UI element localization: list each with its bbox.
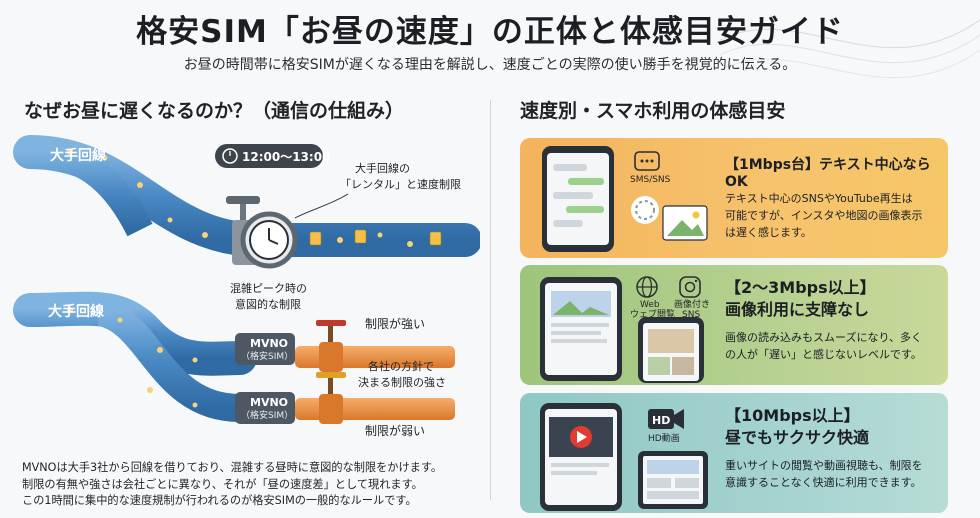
explanation-line-1: MVNOは大手3社から回線を借りており、混雑する昼時に意図的な制限をかけます。 <box>22 461 443 474</box>
explanation-line-2: 制限の有無や強さは会社ごとに異なり、それが「昼の速度差」として現れます。 <box>22 477 423 491</box>
loading-icon <box>631 196 659 224</box>
globe-icon <box>636 276 658 298</box>
svg-text:（格安SIM）: （格安SIM） <box>241 350 293 362</box>
card-1-body: テキスト中心のSNSやYouTube再生は 可能ですが、インスタや地図の画像表示… <box>725 190 940 241</box>
speed-card-1mbps: SMS/SNS 【1Mbps台】テキスト中心ならOK テキスト中心のSNSやYo… <box>520 138 948 258</box>
phone-web-mockup <box>540 277 622 381</box>
card-1-illustration: SMS/SNS <box>542 146 708 252</box>
card-2-illustration: Web ウェブ閲覧 画像付き SNS <box>540 276 710 383</box>
main-line-label-top: 大手回線 <box>50 147 106 164</box>
card-2-heading-line-2: 画像利用に支障なし <box>725 300 870 319</box>
svg-text:（格安SIM）: （格安SIM） <box>241 409 293 421</box>
hd-badge-text: HD <box>652 414 670 427</box>
card-2-web-caption-1: Web <box>640 300 660 310</box>
policy-note-line2: 決まる制限の強さ <box>358 376 446 389</box>
card-3-body: 重いサイトの閲覧や動画視聴も、制限を 意識することなく快適に利用できます。 <box>725 457 940 491</box>
clock-icon <box>249 220 289 260</box>
card-1-icon-caption: SMS/SNS <box>630 175 671 185</box>
tablet-mockup <box>638 451 708 509</box>
image-icon <box>662 205 708 241</box>
rental-note-line1: 大手回線の <box>355 161 410 175</box>
decorative-waves <box>720 19 980 79</box>
weak-limit-label: 制限が弱い <box>365 423 425 438</box>
svg-text:MVNO: MVNO <box>250 396 288 409</box>
rental-note-line2: 「レンタル」と速度制限 <box>340 177 461 191</box>
valve-weak-icon <box>316 372 346 424</box>
main-line-label-bottom: 大手回線 <box>48 303 104 320</box>
left-section-title: なぜお昼に遅くなるのか？（通信の仕組み） <box>24 100 405 122</box>
card-2-body-line-1: 画像の読み込みもスムーズになり、多く <box>725 331 923 344</box>
phone-video-mockup <box>540 403 622 511</box>
data-flow-dots <box>67 149 413 408</box>
speed-card-2-3mbps: Web ウェブ閲覧 画像付き SNS 【2～3Mbps以上】 画像利用に支障なし… <box>520 265 948 385</box>
hd-video-icon: HD <box>648 409 684 429</box>
card-1-body-line-1: テキスト中心のSNSやYouTube再生は <box>725 192 913 205</box>
play-icon <box>570 426 592 448</box>
chat-icon <box>634 151 660 171</box>
data-packets <box>309 229 442 246</box>
speed-card-10mbps: HD HD動画 【10Mbps以上】 昼でもサクサク快適 重いサイトの閲覧や動画… <box>520 393 948 513</box>
phone-chat-mockup <box>542 146 614 252</box>
card-3-body-line-2: 意識することなく快適に利用できます。 <box>725 476 922 489</box>
instagram-icon <box>679 276 701 298</box>
page-subtitle: お昼の時間帯に格安SIMが遅くなる理由を解説し、速度ごとの実際の使い勝手を視覚的… <box>183 57 797 73</box>
card-2-sns-caption-1: 画像付き <box>674 298 710 310</box>
peak-note-line2: 意図的な制限 <box>235 297 301 311</box>
card-2-body-line-2: の人が「遅い」と感じないレベルです。 <box>725 348 922 361</box>
card-2-heading: 【2～3Mbps以上】 画像利用に支障なし <box>725 277 940 321</box>
page-title: 格安SIM「お昼の速度」の正体と体感目安ガイド <box>136 14 844 50</box>
valve-strong-icon <box>316 320 346 372</box>
card-3-heading-line-2: 昼でもサクサク快適 <box>725 428 870 447</box>
card-2-sns-caption-2: SNS <box>682 310 700 320</box>
card-3-body-line-1: 重いサイトの閲覧や動画視聴も、制限を <box>725 459 923 472</box>
network-pipe-diagram: 大手回線 大手回線 12:00～13:00 大手回線の 「レンタル」と速度制限 … <box>13 135 480 438</box>
card-1-body-line-2: 可能ですが、インスタや地図の画像表示 <box>725 209 923 222</box>
card-3-heading: 【10Mbps以上】 昼でもサクサク快適 <box>725 405 940 449</box>
phone-sns-mockup <box>638 317 704 383</box>
card-1-heading: 【1Mbps台】テキスト中心ならOK <box>725 157 931 190</box>
card-3-icon-caption: HD動画 <box>648 433 680 444</box>
section-divider <box>490 100 491 500</box>
card-2-heading-line-1: 【2～3Mbps以上】 <box>725 278 876 297</box>
card-1-body-line-3: は遅く感じます。 <box>725 226 812 239</box>
explanation-text: MVNOは大手3社から回線を借りており、混雑する昼時に意図的な制限をかけます。 … <box>22 460 482 510</box>
time-badge: 12:00～13:00 <box>215 144 330 168</box>
strong-limit-label: 制限が強い <box>365 316 425 331</box>
mvno-badge-weak: MVNO （格安SIM） <box>235 392 295 424</box>
explanation-line-3: この1時間に集中的な速度規制が行われるのが格安SIMの一般的なルールです。 <box>22 494 417 507</box>
card-2-body: 画像の読み込みもスムーズになり、多く の人が「遅い」と感じないレベルです。 <box>725 329 940 363</box>
card-3-heading-line-1: 【10Mbps以上】 <box>725 406 860 425</box>
main-pipe-branch <box>29 138 153 237</box>
card-2-web-caption-2: ウェブ閲覧 <box>630 308 675 320</box>
svg-text:MVNO: MVNO <box>250 337 288 350</box>
right-section-title: 速度別・スマホ利用の体感目安 <box>520 100 786 122</box>
peak-note-line1: 混雑ピーク時の <box>230 281 307 295</box>
mvno-badge-strong: MVNO （格安SIM） <box>235 333 295 365</box>
policy-note-line1: 各社の方針で <box>368 359 434 373</box>
card-3-illustration: HD HD動画 <box>540 403 708 511</box>
mvno-pipe-lower-blue <box>96 298 241 422</box>
time-badge-text: 12:00～13:00 <box>242 150 330 164</box>
